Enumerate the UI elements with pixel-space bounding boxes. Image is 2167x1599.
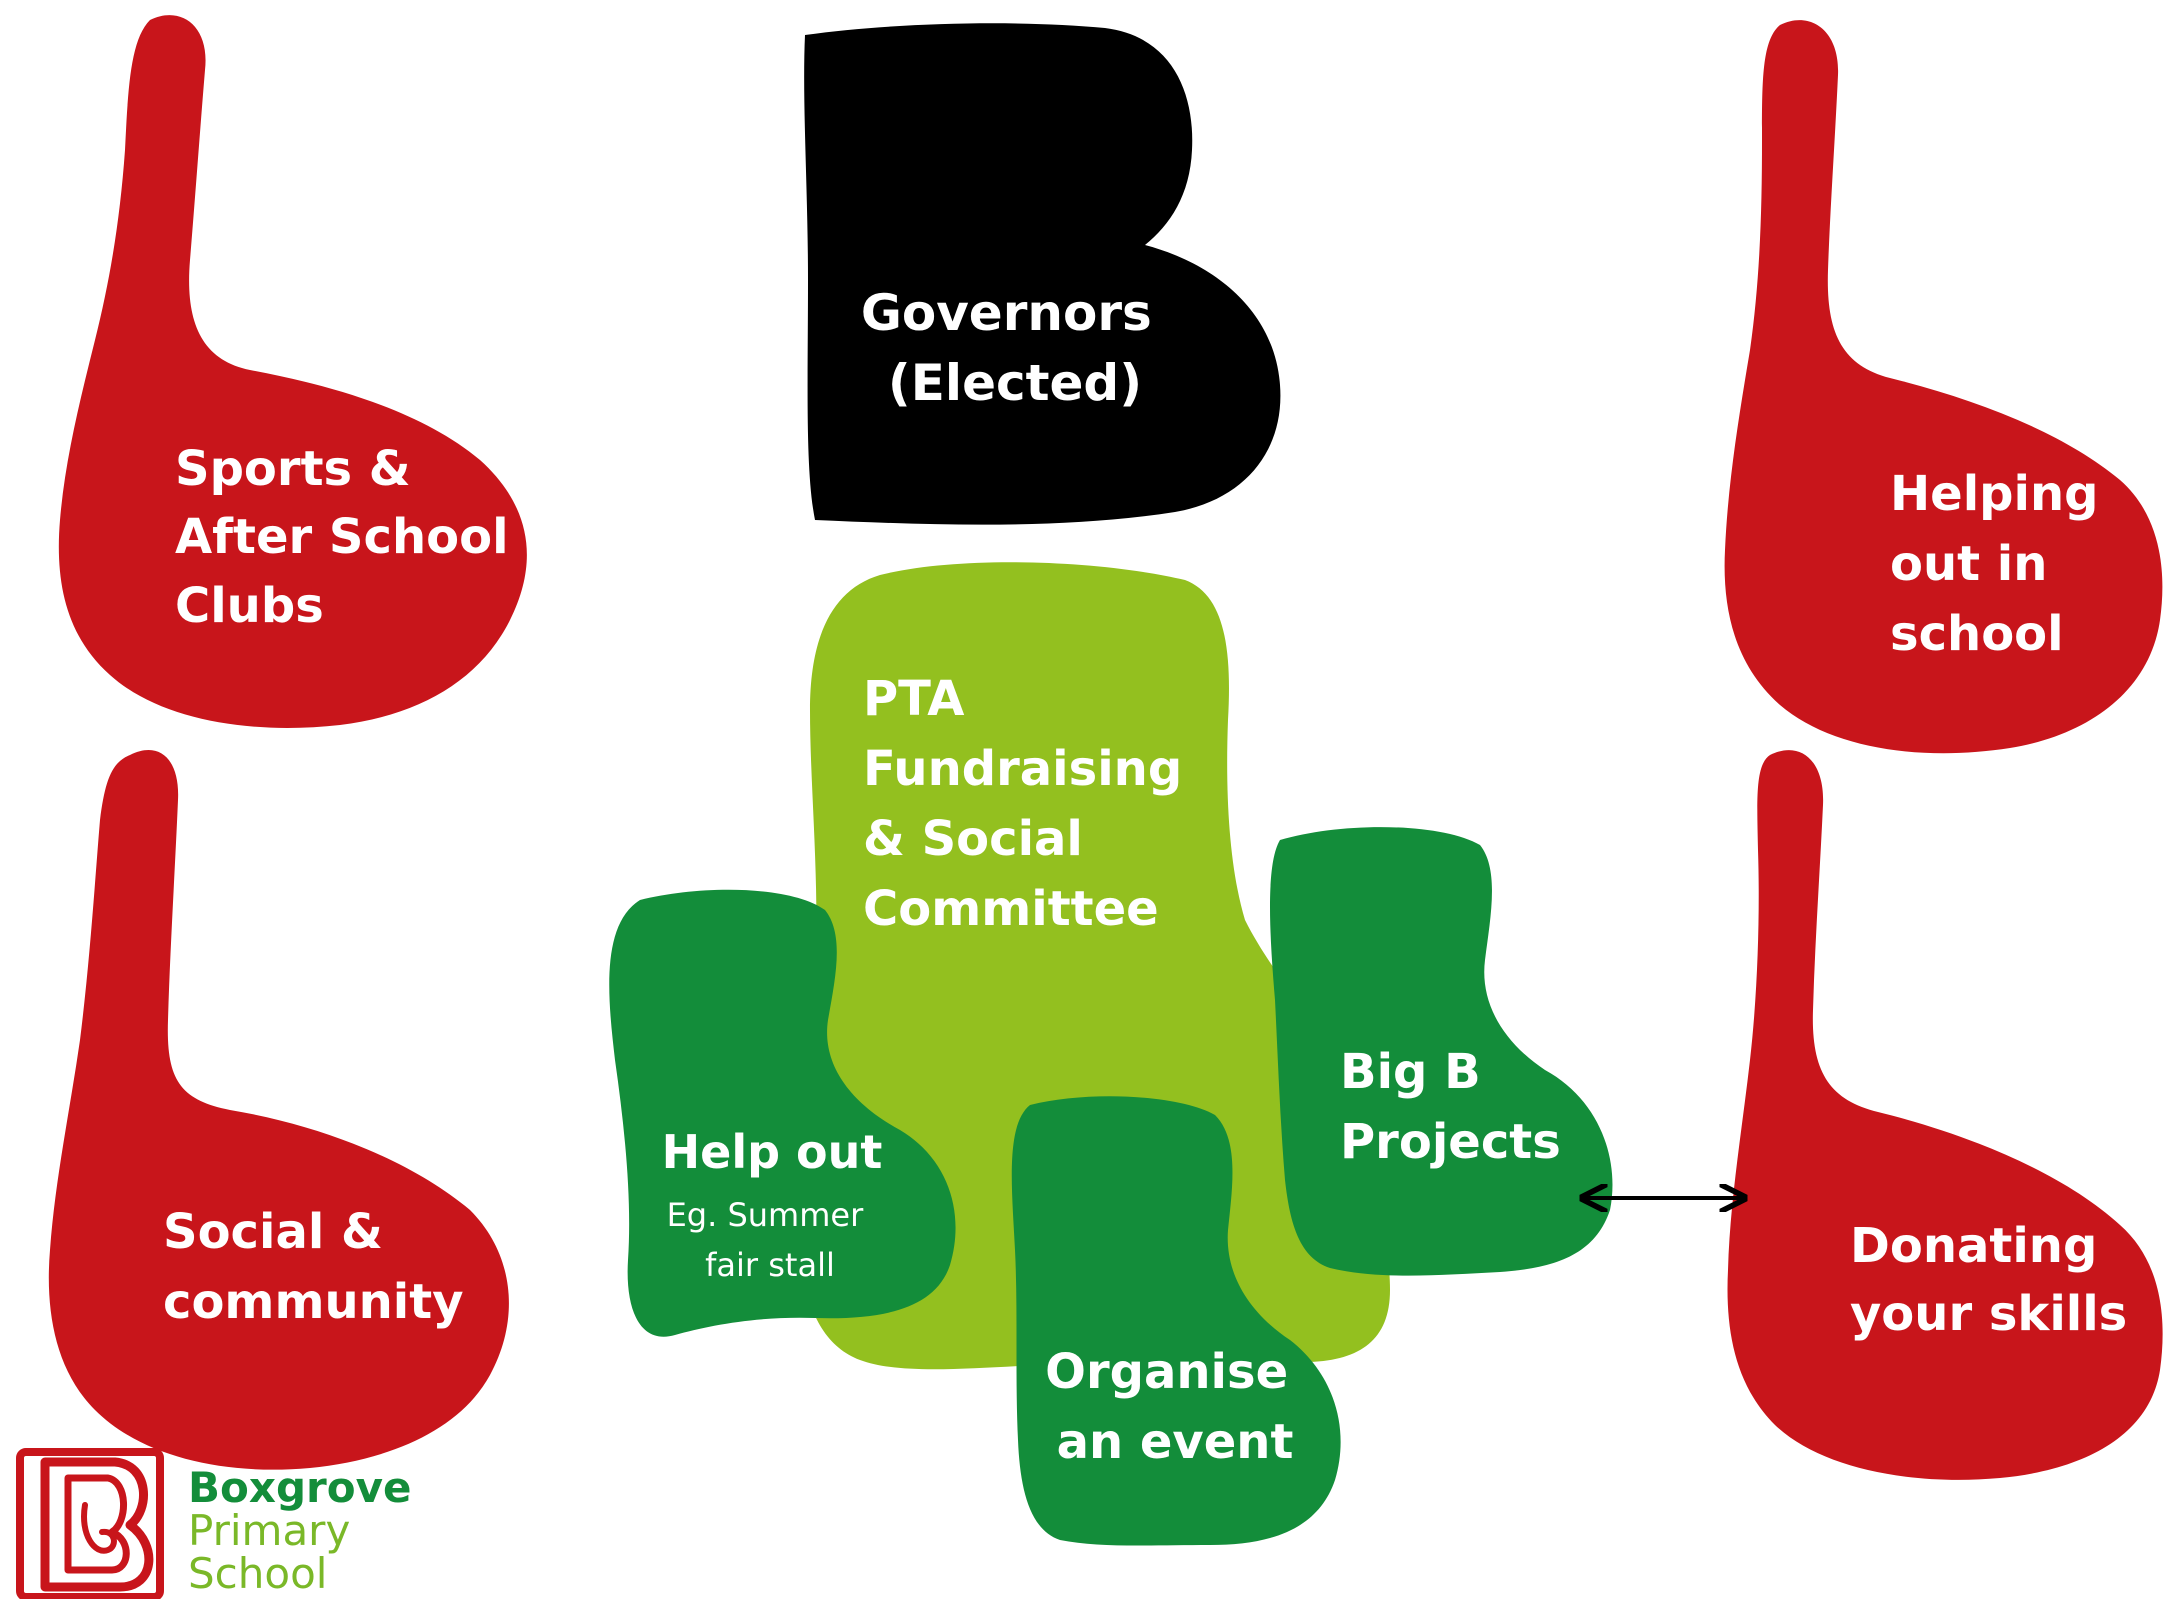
svg-text:Helping out in sch: Helping out in school xyxy=(1890,466,2115,662)
donating-line2: your skills xyxy=(1850,1286,2127,1342)
red-blob-helping: Helping out in school xyxy=(1724,20,2163,754)
helping-line3: school xyxy=(1890,606,2064,662)
black-b-shape xyxy=(804,23,1281,525)
help-out-line1: Eg. Summer xyxy=(667,1196,865,1234)
red-blob-shape xyxy=(58,15,527,728)
svg-text:Governors (Elected): Governors (Elected) xyxy=(861,284,1169,412)
sports-line1: Sports & xyxy=(175,441,411,497)
help-out-title: Help out xyxy=(662,1125,883,1179)
organise-line2: an event xyxy=(1057,1414,1294,1470)
red-blob-social: Social & community xyxy=(48,750,509,1470)
big-b-shape: Big B Projects xyxy=(1270,827,1613,1276)
governors-line1: Governors xyxy=(861,284,1152,342)
organise-dark-green-shape xyxy=(1011,1096,1341,1546)
school-logo: Boxgrove Primary School xyxy=(16,1448,417,1599)
logo-line3: School xyxy=(188,1549,327,1598)
sports-line2: After School xyxy=(175,509,509,565)
red-blob-shape xyxy=(48,750,509,1470)
svg-text:Sports & After School: Sports & After School Clubs xyxy=(175,441,525,634)
pta-line1: PTA xyxy=(863,671,964,727)
social-line2: community xyxy=(163,1274,464,1330)
governors-b-shape: Governors (Elected) xyxy=(804,23,1281,525)
red-blob-shape xyxy=(1724,20,2163,754)
red-blob-donating: Donating your skills xyxy=(1727,750,2163,1480)
governors-line2: (Elected) xyxy=(888,354,1142,412)
red-blob-shape xyxy=(1727,750,2163,1480)
big-b-line1: Big B xyxy=(1340,1044,1481,1100)
pta-shape: PTA Fundraising & Social Committee xyxy=(800,562,1390,1370)
donating-line1: Donating xyxy=(1850,1218,2097,1274)
pta-light-green-shape xyxy=(800,562,1390,1370)
organise-line1: Organise xyxy=(1045,1344,1288,1400)
pta-line4: Committee xyxy=(863,881,1159,937)
svg-text:Help out: Help out xyxy=(662,1125,883,1179)
help-out-dark-green-shape xyxy=(609,889,956,1337)
helping-line1: Helping xyxy=(1890,466,2099,522)
svg-text:Big B Projects: Big B Projects xyxy=(1340,1044,1561,1170)
boxgrove-b-logo-icon xyxy=(16,1448,164,1599)
help-out-shape: Help out Eg. Summer fair stall xyxy=(609,889,956,1337)
svg-text:PTA Fundraising &: PTA Fundraising & Social Committee xyxy=(863,671,1199,937)
pta-line2: Fundraising xyxy=(863,741,1182,797)
svg-text:Boxgrove Primary S: Boxgrove Primary School xyxy=(188,1463,417,1598)
organise-shape: Organise an event xyxy=(1011,1096,1341,1546)
logo-line1: Boxgrove xyxy=(188,1463,411,1512)
helping-line2: out in xyxy=(1890,536,2047,592)
help-out-line2: fair stall xyxy=(705,1246,835,1284)
sports-line3: Clubs xyxy=(175,578,324,634)
svg-text:Social & community: Social & community xyxy=(163,1204,464,1330)
pta-line3: & Social xyxy=(863,811,1083,867)
social-line1: Social & xyxy=(163,1204,383,1260)
big-b-dark-green-shape xyxy=(1270,827,1613,1276)
svg-text:Eg. Summer fair stall: Eg. Summer fair stall xyxy=(667,1196,874,1284)
big-b-line2: Projects xyxy=(1340,1114,1561,1170)
svg-text:Donating your skills: Donating your skills xyxy=(1850,1218,2127,1342)
logo-line2: Primary xyxy=(188,1506,350,1555)
red-blob-sports: Sports & After School Clubs xyxy=(58,15,527,728)
svg-text:Organise an event: Organise an event xyxy=(1045,1344,1305,1470)
